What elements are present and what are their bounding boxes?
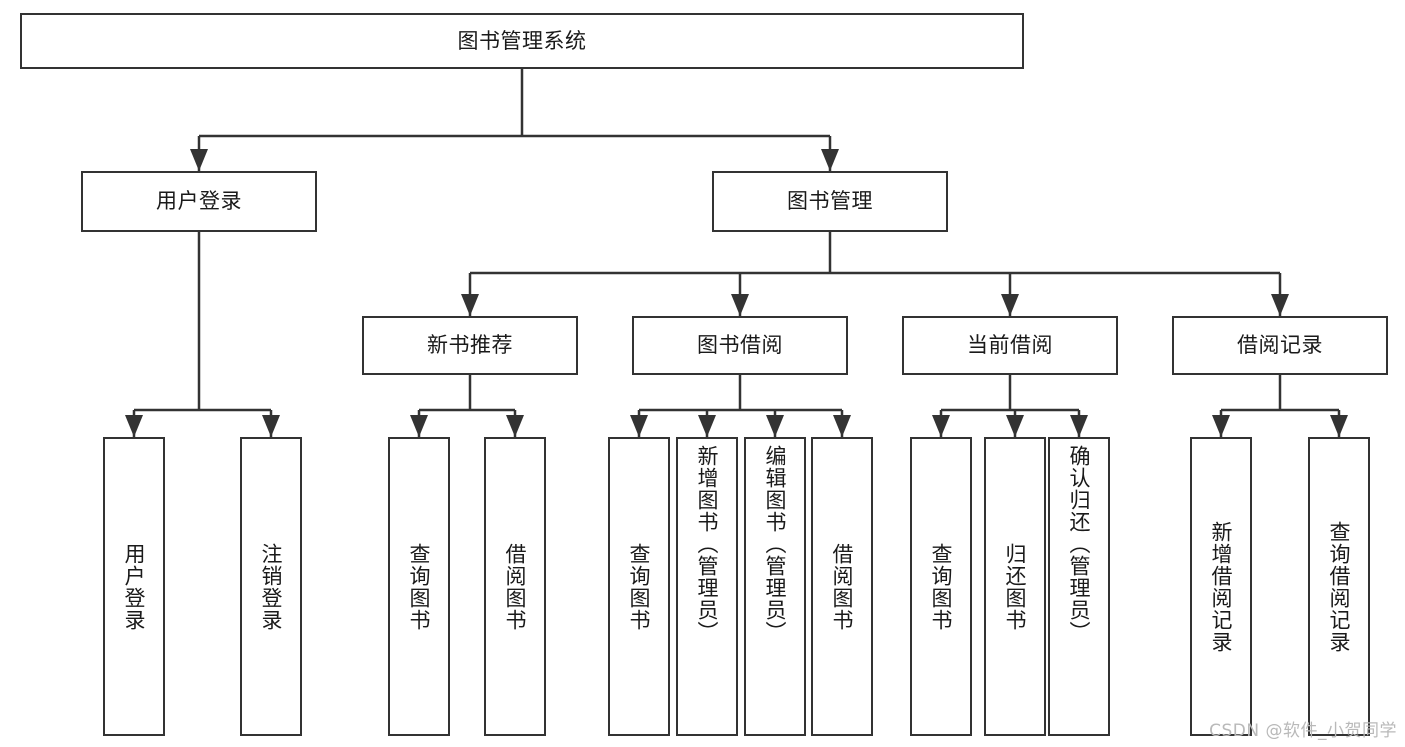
node-new-book-recommend[interactable]: 新书推荐 (362, 316, 578, 375)
node-leaf-query-book-borrow[interactable]: 查询图书 (608, 437, 670, 736)
node-leaf-user-logout[interactable]: 注销登录 (240, 437, 302, 736)
node-root[interactable]: 图书管理系统 (20, 13, 1024, 69)
node-label: 图书管理 (787, 189, 873, 214)
node-label: 查询借阅记录 (1327, 520, 1352, 653)
node-leaf-return-book[interactable]: 归还图书 (984, 437, 1046, 736)
node-current-borrow[interactable]: 当前借阅 (902, 316, 1118, 375)
node-label: 新增借阅记录 (1209, 520, 1234, 653)
node-label: 当前借阅 (967, 333, 1053, 358)
node-label: 查询图书 (407, 542, 432, 631)
node-label: 图书管理系统 (457, 28, 587, 53)
node-label: 图书借阅 (697, 333, 783, 358)
node-label: 查询图书 (929, 542, 954, 631)
node-label: 借阅图书 (830, 542, 855, 631)
node-label: 新增图书（管理员） (695, 445, 720, 643)
node-leaf-borrow-book-borrow[interactable]: 借阅图书 (811, 437, 873, 736)
node-leaf-add-borrow-record[interactable]: 新增借阅记录 (1190, 437, 1252, 736)
node-leaf-add-book-admin[interactable]: 新增图书（管理员） (676, 437, 738, 736)
node-user-login[interactable]: 用户登录 (81, 171, 317, 232)
node-leaf-confirm-return-admin[interactable]: 确认归还（管理员） (1048, 437, 1110, 736)
node-leaf-edit-book-admin[interactable]: 编辑图书（管理员） (744, 437, 806, 736)
node-borrow-record[interactable]: 借阅记录 (1172, 316, 1388, 375)
node-label: 查询图书 (627, 542, 652, 631)
node-leaf-query-book-recommend[interactable]: 查询图书 (388, 437, 450, 736)
node-label: 借阅图书 (503, 542, 528, 631)
node-label: 用户登录 (122, 542, 147, 631)
node-label: 注销登录 (259, 542, 284, 631)
node-leaf-borrow-book-recommend[interactable]: 借阅图书 (484, 437, 546, 736)
node-label: 编辑图书（管理员） (763, 445, 788, 643)
node-leaf-user-login[interactable]: 用户登录 (103, 437, 165, 736)
node-label: 归还图书 (1003, 542, 1028, 631)
node-book-borrow[interactable]: 图书借阅 (632, 316, 848, 375)
node-label: 用户登录 (156, 189, 242, 214)
node-leaf-query-borrow-record[interactable]: 查询借阅记录 (1308, 437, 1370, 736)
node-leaf-query-book-current[interactable]: 查询图书 (910, 437, 972, 736)
node-label: 新书推荐 (427, 333, 513, 358)
node-book-management[interactable]: 图书管理 (712, 171, 948, 232)
node-label: 借阅记录 (1237, 333, 1323, 358)
watermark: CSDN @软件_小贺同学 (1209, 721, 1397, 741)
node-label: 确认归还（管理员） (1067, 445, 1092, 643)
